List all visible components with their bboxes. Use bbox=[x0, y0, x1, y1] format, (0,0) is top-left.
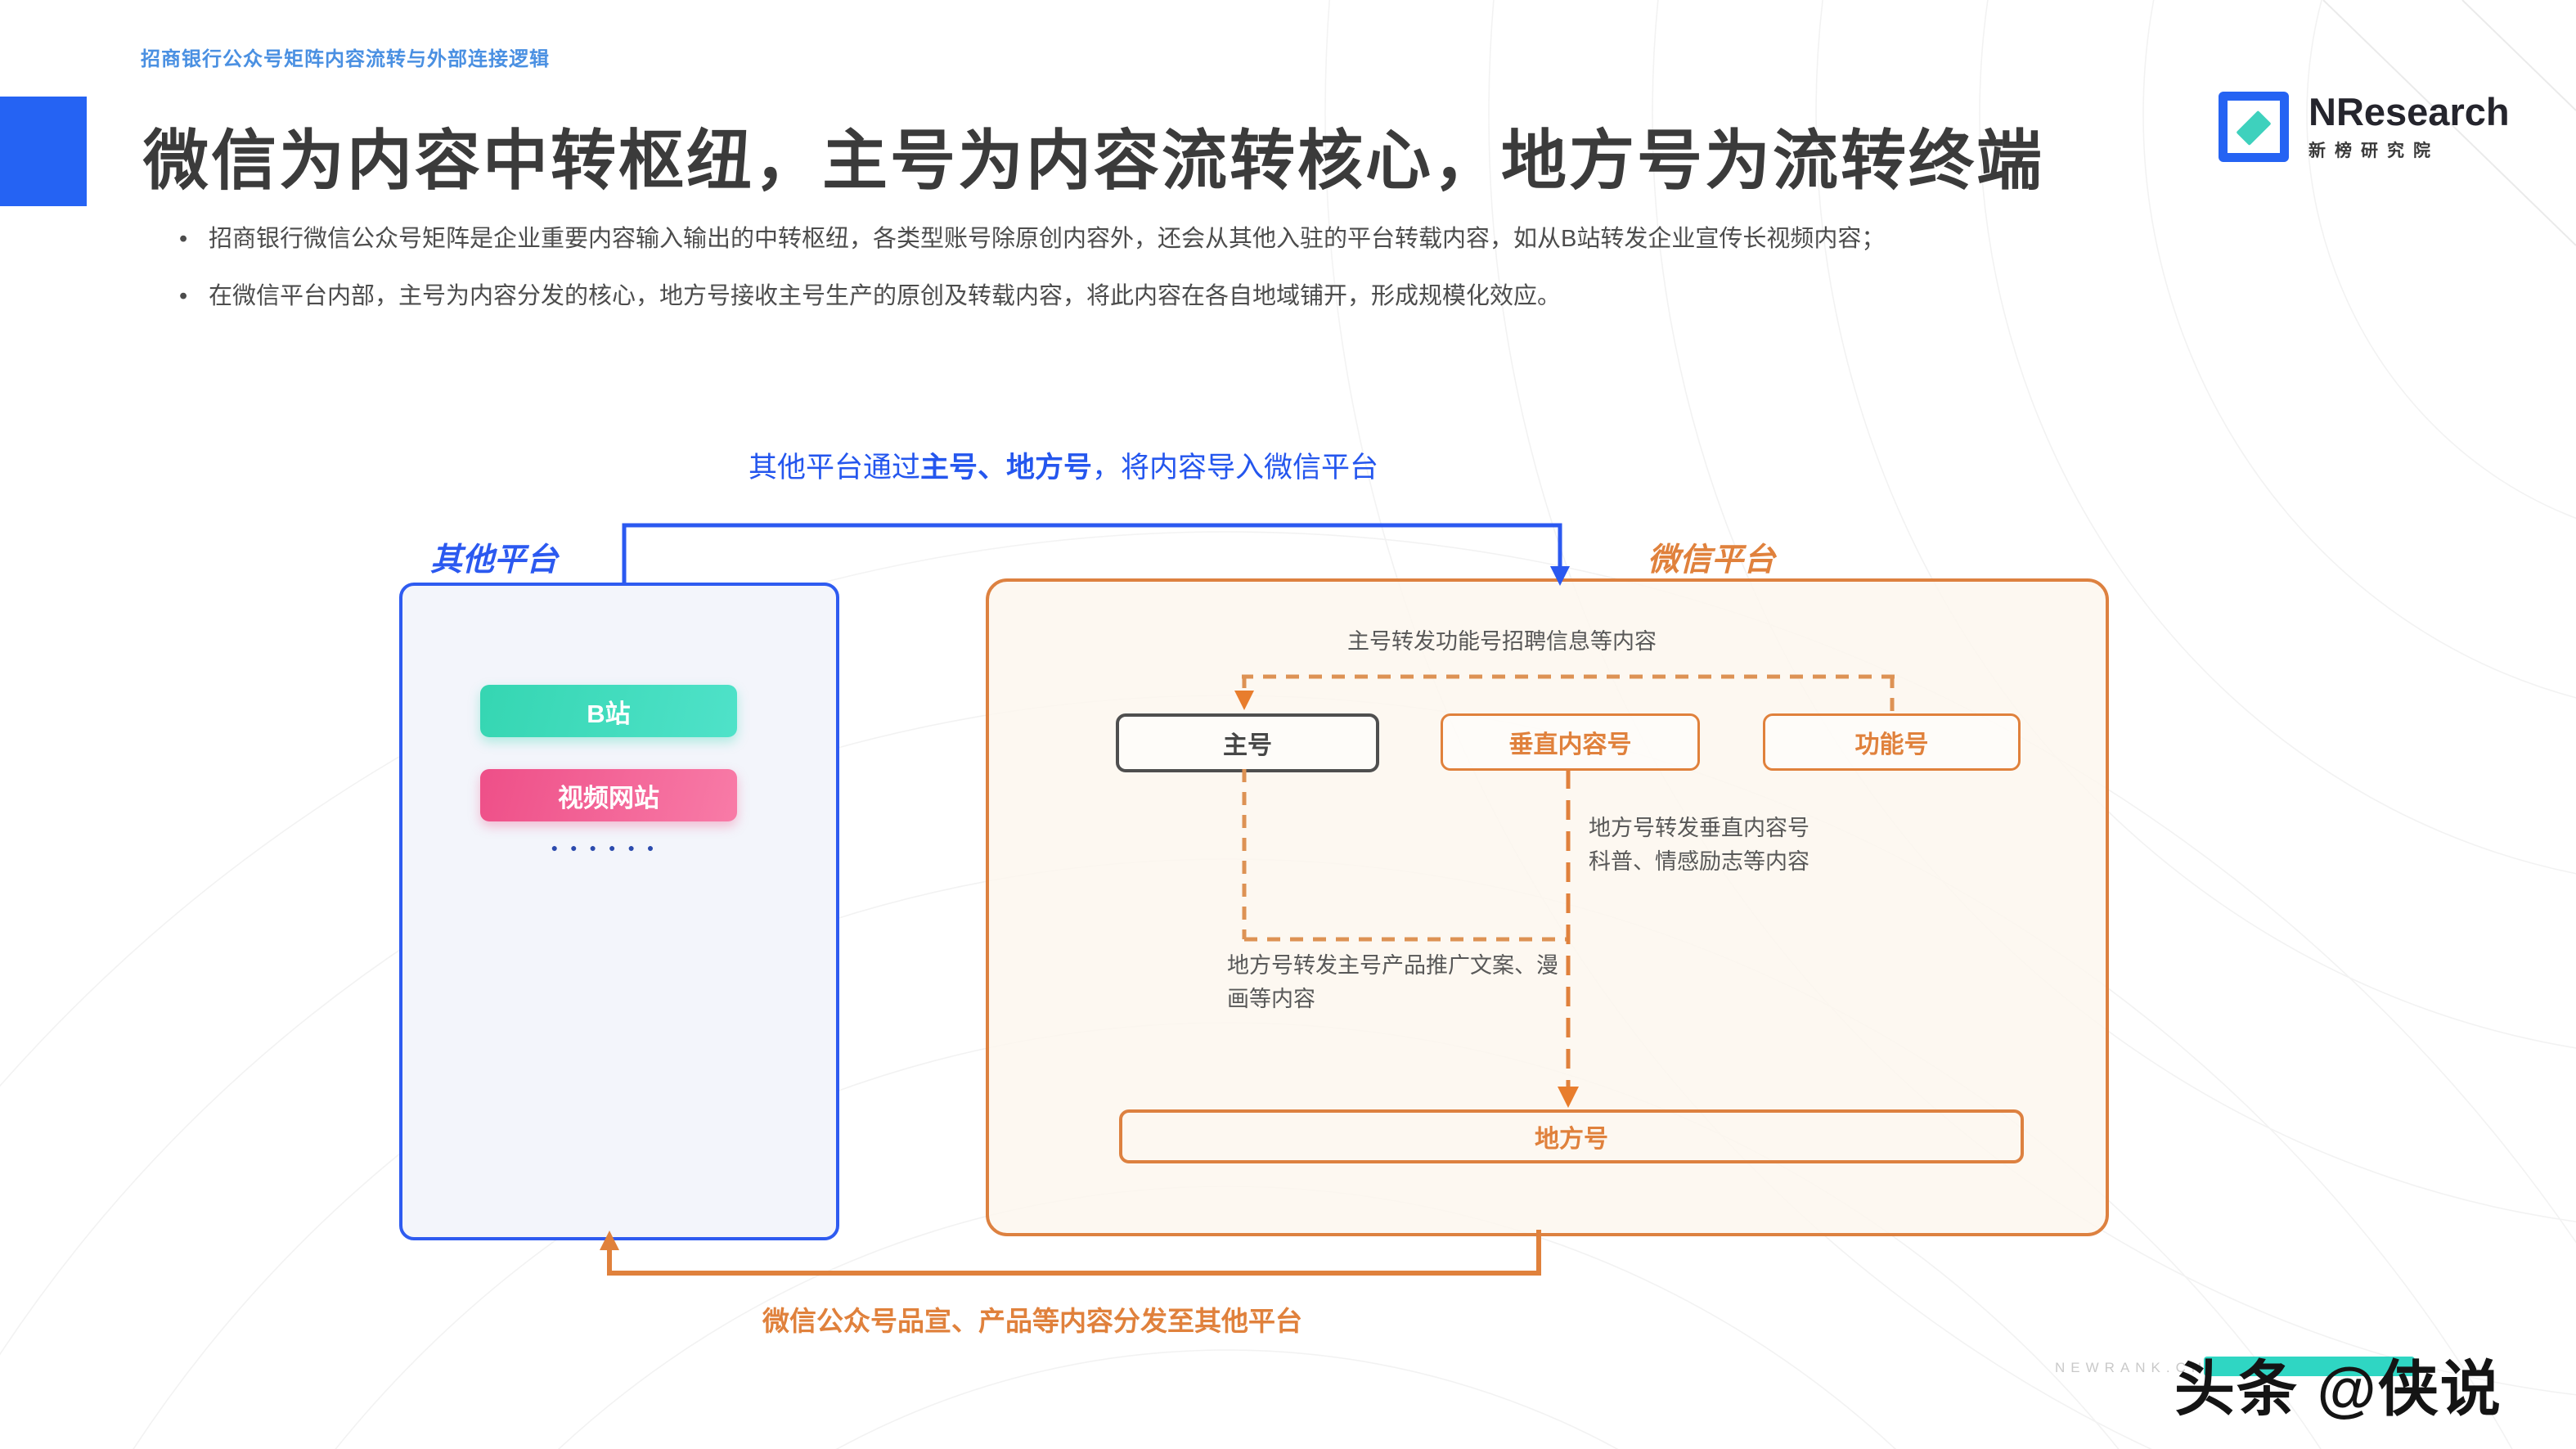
watermark-credit: 头条 @侠说 bbox=[2174, 1355, 2502, 1423]
logo-name: NResearch bbox=[2309, 89, 2510, 133]
watermark-site: NEWRANK.CN bbox=[2055, 1360, 2208, 1375]
annotation-vertical-to-local: 地方号转发垂直内容号 科普、情感励志等内容 bbox=[1589, 816, 1809, 874]
page-eyebrow: 招商银行公众号矩阵内容流转与外部连接逻辑 bbox=[141, 48, 550, 70]
logo-gem-icon bbox=[2236, 110, 2272, 146]
logo-mark-icon bbox=[2219, 92, 2289, 162]
watermark-teal-stripe bbox=[2204, 1357, 2415, 1376]
flow-caption-import-suffix: ，将内容导入微信平台 bbox=[1092, 452, 1379, 484]
flow-caption-import: 其他平台通过主号、地方号，将内容导入微信平台 bbox=[573, 444, 1554, 486]
node-video-sites: 视频网站 bbox=[480, 769, 737, 821]
flow-caption-import-bold: 主号、地方号 bbox=[919, 452, 1092, 484]
label-wechat-platform: 微信平台 bbox=[1648, 542, 1776, 578]
flow-caption-import-prefix: 其他平台通过 bbox=[748, 452, 920, 484]
logo-subtitle: 新榜研究院 bbox=[2309, 141, 2439, 160]
logo-text: NResearch 新榜研究院 bbox=[2309, 92, 2510, 162]
node-vertical-content-account: 垂直内容号 bbox=[1441, 713, 1700, 771]
flow-caption-export: 微信公众号品宣、产品等内容分发至其他平台 bbox=[762, 1306, 1302, 1336]
page-title: 微信为内容中转枢纽，主号为内容流转核心，地方号为流转终端 bbox=[143, 124, 2044, 197]
mesh-corner-lines bbox=[2322, 0, 2576, 246]
annotation-main-to-local: 地方号转发主号产品推广文案、漫 画等内容 bbox=[1227, 953, 1558, 1011]
accent-square bbox=[0, 97, 87, 206]
other-platforms-panel bbox=[399, 583, 839, 1240]
node-local-account: 地方号 bbox=[1119, 1109, 2024, 1163]
label-other-platforms: 其他平台 bbox=[430, 542, 559, 578]
annotation-functional-to-main: 主号转发功能号招聘信息等内容 bbox=[1347, 629, 1657, 654]
node-bilibili: B站 bbox=[480, 685, 737, 737]
node-main-account: 主号 bbox=[1116, 713, 1379, 772]
summary-bullets: 招商银行微信公众号矩阵是企业重要内容输入输出的中转枢纽，各类型账号除原创内容外，… bbox=[176, 221, 2483, 335]
nresearch-logo: NResearch 新榜研究院 bbox=[2219, 92, 2510, 162]
node-functional-account: 功能号 bbox=[1763, 713, 2021, 771]
wechat-platform-panel bbox=[986, 578, 2109, 1236]
bullet-item: 在微信平台内部，主号为内容分发的核心，地方号接收主号生产的原创及转载内容，将此内… bbox=[176, 278, 2483, 314]
bullet-item: 招商银行微信公众号矩阵是企业重要内容输入输出的中转枢纽，各类型账号除原创内容外，… bbox=[176, 221, 2483, 257]
more-platforms-dots: ●●●●●● bbox=[551, 841, 667, 854]
